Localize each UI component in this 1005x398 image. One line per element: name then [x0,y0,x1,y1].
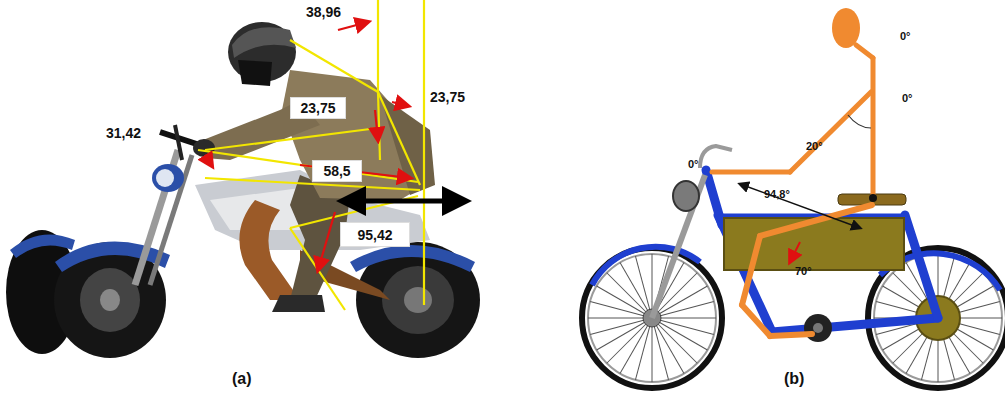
posture-lines [198,0,424,310]
angle-label: 23,75 [430,90,465,105]
double-arrow [346,199,462,204]
bicycle-schematic [582,8,1005,388]
value-box: 95,42 [340,222,410,247]
angle-value: 23,75 [300,100,335,116]
angle-label: 20° [806,140,823,152]
value-box: 58,5 [312,160,362,182]
angle-label: 70° [795,265,812,277]
panel-caption: (a) [232,370,252,388]
angle-label: 0° [900,30,911,42]
angle-value: 58,5 [323,163,350,179]
angle-value: 95,42 [357,227,392,243]
angle-arrows [205,22,410,270]
angle-label: 31,42 [106,126,141,141]
panel-caption: (b) [784,370,804,388]
angle-label: 94,8° [764,188,790,200]
value-box: 23,75 [290,97,346,119]
angle-label: 0° [688,158,699,170]
angle-label: 38,96 [306,5,341,20]
angle-label: 0° [902,92,913,104]
trike-photo [6,22,480,358]
